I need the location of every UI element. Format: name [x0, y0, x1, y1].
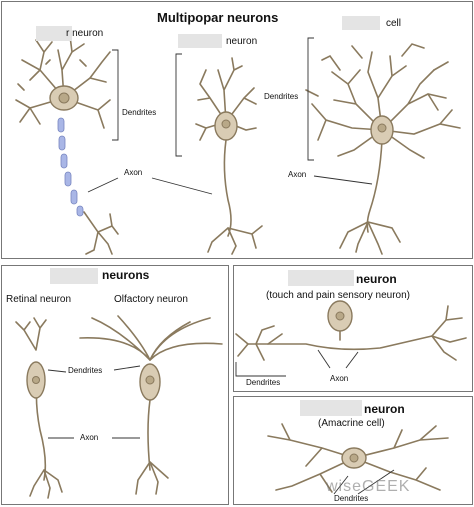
top-panel: [1, 1, 473, 259]
axon-label-top-left: Axon: [124, 168, 143, 177]
amacrine-header: neuron: [364, 402, 405, 416]
olfactory-neuron-label: Olfactory neuron: [114, 294, 188, 305]
top-right-cell-label: cell: [386, 18, 402, 29]
top-middle-neuron-label: neuron: [226, 36, 258, 47]
dendrites-label-top-left: Dendrites: [122, 108, 157, 117]
bottom-left-panel: [1, 265, 229, 505]
axon-label-bottom-left: Axon: [80, 433, 99, 442]
unipolar-header: neuron: [356, 272, 397, 286]
axon-label-unipolar: Axon: [330, 374, 349, 383]
unipolar-subtitle: (touch and pain sensory neuron): [266, 290, 410, 301]
page-title: Multipopar neurons: [157, 10, 279, 25]
watermark: wiseGEEK: [326, 478, 411, 495]
amacrine-subtitle: (Amacrine cell): [318, 418, 385, 429]
masked-label-top-middle: [178, 34, 222, 48]
dendrites-label-unipolar: Dendrites: [246, 378, 281, 387]
dendrites-label-top-right: Dendrites: [264, 92, 299, 101]
masked-label-top-left: [36, 26, 72, 41]
bottom-right-bottom-panel: [233, 396, 473, 505]
masked-label-top-right: [342, 16, 380, 30]
bottom-right-top-panel: [233, 265, 473, 392]
top-left-neuron-label: r neuron: [66, 28, 104, 39]
dendrites-label-amacrine: Dendrites: [334, 494, 369, 503]
dendrites-label-bottom-left: Dendrites: [68, 366, 103, 375]
retinal-neuron-label: Retinal neuron: [6, 294, 72, 305]
masked-header-unipolar: [288, 270, 354, 286]
masked-header-amacrine: [300, 400, 362, 416]
bottom-left-header: neurons: [102, 268, 150, 282]
masked-header-bottom-left: [50, 268, 98, 284]
axon-label-top-right: Axon: [288, 170, 307, 179]
